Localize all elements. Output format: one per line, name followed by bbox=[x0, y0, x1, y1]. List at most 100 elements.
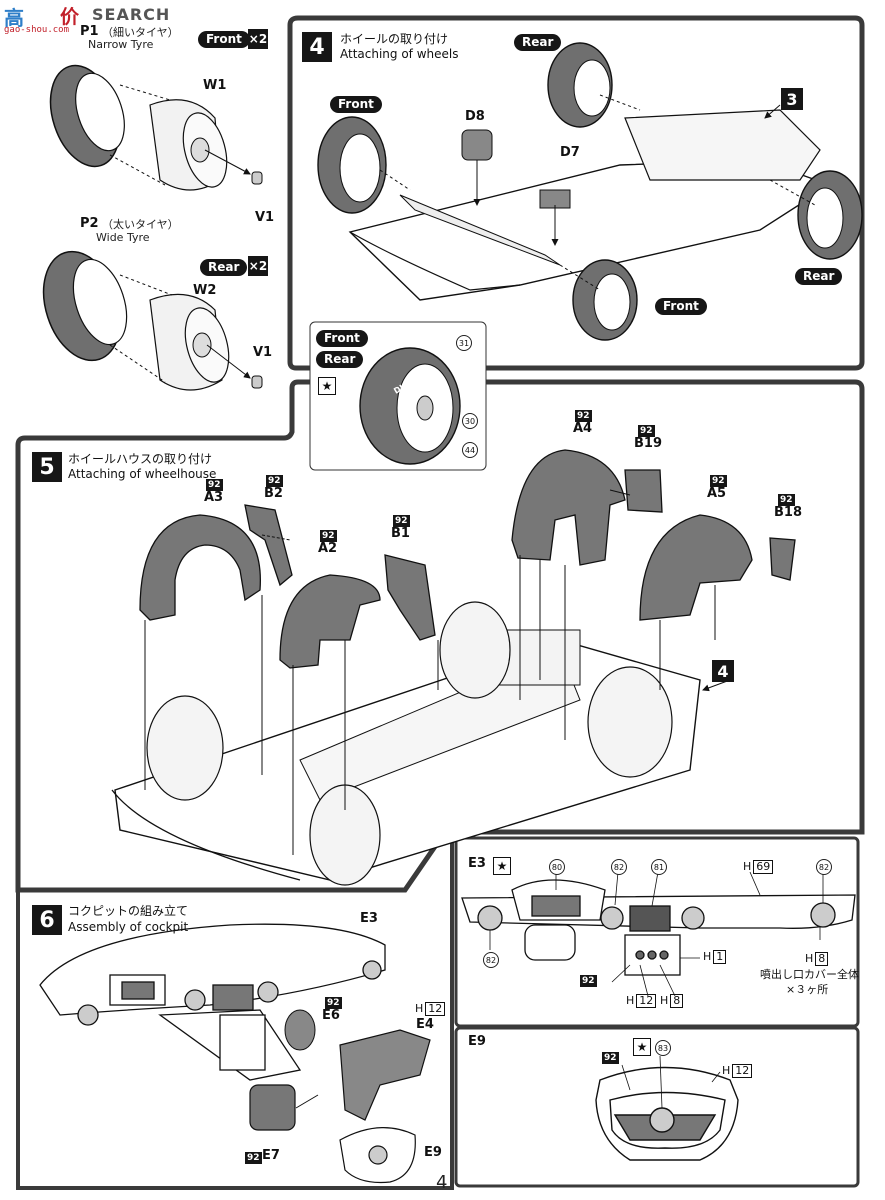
page-number: 4 bbox=[436, 1172, 448, 1193]
e3-h8b-ref: H 8 bbox=[660, 994, 684, 1008]
tag-x2-front: ×2 bbox=[248, 29, 268, 49]
label-w2: W2 bbox=[193, 283, 217, 298]
step4-title-en: Attaching of wheels bbox=[340, 47, 459, 61]
decal-star-icon: ★ bbox=[318, 377, 336, 395]
e3-h-number-69: 69 bbox=[753, 860, 774, 874]
step4-tyre-front-left bbox=[317, 116, 387, 214]
e9-steering-wheel bbox=[595, 1066, 739, 1161]
e3-number-82-left: 82 bbox=[483, 952, 499, 968]
label-a4: A4 bbox=[573, 421, 593, 436]
e9-detail-frame bbox=[454, 1026, 860, 1188]
e9-h12-ref: H 12 bbox=[722, 1064, 753, 1078]
e3-h69-ref: H 69 bbox=[743, 860, 774, 874]
label-b1: B1 bbox=[391, 526, 410, 541]
e3-note-1: 噴出し口カバー全体 bbox=[760, 968, 859, 981]
e9-detail-title: E9 bbox=[468, 1034, 486, 1049]
wheel-w1 bbox=[149, 99, 228, 191]
watermark-site: gao-shou.com bbox=[4, 25, 70, 35]
paint-b18: 92 bbox=[778, 494, 795, 506]
e3-h-number-1: 1 bbox=[713, 950, 727, 964]
step6-number: 6 bbox=[32, 905, 62, 935]
step5-title-en: Attaching of wheelhouse bbox=[68, 467, 217, 481]
e3-h-letter-69: H bbox=[743, 860, 752, 873]
label-p2-jp: （太いタイヤ） bbox=[102, 218, 179, 231]
step6-title-jp: コクピットの組み立て bbox=[68, 904, 189, 918]
e3-h-letter-8: H bbox=[805, 952, 814, 965]
e3-h-letter-8b: H bbox=[660, 994, 669, 1007]
label-b2: B2 bbox=[264, 486, 283, 501]
e3-star-icon: ★ bbox=[493, 857, 511, 875]
wheelhouse-b19 bbox=[624, 469, 663, 513]
wheelhouse-b18 bbox=[769, 537, 796, 581]
label-v1-b: V1 bbox=[253, 345, 273, 360]
label-b19: B19 bbox=[634, 436, 662, 451]
e3-h-number-8: 8 bbox=[815, 952, 829, 966]
label-d7: D7 bbox=[560, 145, 580, 160]
decal-number-30: 30 bbox=[462, 413, 478, 429]
step4-tag-front-left: Front bbox=[330, 96, 382, 113]
step6-h12-ref: H 12 bbox=[415, 1002, 446, 1016]
label-a5: A5 bbox=[707, 486, 727, 501]
e3-number-80: 80 bbox=[549, 859, 565, 875]
tag-front: Front bbox=[198, 31, 250, 48]
e3-h-number-8b: 8 bbox=[670, 994, 684, 1008]
paint-e7: 92 bbox=[245, 1152, 262, 1164]
wheelhouse-b1 bbox=[384, 554, 436, 641]
step5-tyres bbox=[146, 601, 673, 886]
step5-frame bbox=[15, 379, 865, 893]
step4-ref-step3: 3 bbox=[781, 88, 803, 110]
e3-h-letter-12: H bbox=[626, 994, 635, 1007]
label-p2-en: Wide Tyre bbox=[96, 231, 150, 244]
paint-b19: 92 bbox=[638, 425, 655, 437]
e9-h-number: 12 bbox=[732, 1064, 753, 1078]
label-p1-jp: （細いタイヤ） bbox=[102, 26, 179, 39]
decal-number-44: 44 bbox=[462, 442, 478, 458]
step4-tag-front-bottom: Front bbox=[655, 298, 707, 315]
e3-h-letter-1: H bbox=[703, 950, 712, 963]
e3-number-81: 81 bbox=[651, 859, 667, 875]
label-w1: W1 bbox=[203, 78, 227, 93]
paint-a5: 92 bbox=[710, 475, 727, 487]
step5-number: 5 bbox=[32, 452, 62, 482]
step6-h-number: 12 bbox=[425, 1002, 446, 1016]
step4-tag-rear-right: Rear bbox=[795, 268, 843, 285]
label-p1: P1 bbox=[80, 24, 99, 39]
part-e7-console bbox=[249, 1084, 296, 1131]
step5-title-jp: ホイールハウスの取り付け bbox=[68, 452, 213, 466]
label-v1: V1 bbox=[255, 210, 275, 225]
e3-detail-title: E3 bbox=[468, 856, 486, 871]
label-d8: D8 bbox=[465, 109, 485, 124]
label-p1-en: Narrow Tyre bbox=[88, 38, 154, 51]
e3-paint-92: 92 bbox=[580, 975, 597, 987]
wheelhouse-a4 bbox=[511, 449, 626, 566]
paint-a4: 92 bbox=[575, 410, 592, 422]
step6-frame bbox=[16, 832, 454, 1190]
label-a2: A2 bbox=[318, 541, 338, 556]
wheelhouse-a2 bbox=[279, 574, 381, 669]
label-e3: E3 bbox=[360, 911, 378, 926]
paint-a2: 92 bbox=[320, 530, 337, 542]
label-p2: P2 bbox=[80, 216, 99, 231]
step4-tyre-rear-right bbox=[797, 170, 863, 260]
part-e4-console bbox=[339, 1029, 431, 1121]
steering-wheel-e9-small bbox=[339, 1127, 416, 1184]
watermark-logo-2: 价 bbox=[60, 6, 81, 28]
wheelhouse-a3 bbox=[139, 514, 261, 621]
e9-number-83: 83 bbox=[655, 1040, 671, 1056]
label-e7: E7 bbox=[262, 1148, 280, 1163]
e3-number-82-top: 82 bbox=[611, 859, 627, 875]
e3-number-82-right: 82 bbox=[816, 859, 832, 875]
label-e4: E4 bbox=[416, 1017, 434, 1032]
e9-star-icon: ★ bbox=[633, 1038, 651, 1056]
tyre-p1 bbox=[49, 64, 125, 168]
wheel-w2 bbox=[149, 293, 230, 391]
step4-tag-rear-top: Rear bbox=[514, 34, 562, 51]
step4-chassis bbox=[348, 109, 832, 301]
tag-x2-rear: ×2 bbox=[248, 256, 268, 276]
dashboard-e3 bbox=[39, 923, 386, 1081]
step5-ref-step4: 4 bbox=[712, 660, 734, 682]
wheelhouse-b2 bbox=[244, 504, 293, 587]
tyre-p2 bbox=[42, 250, 128, 362]
step6-h-letter: H bbox=[415, 1002, 424, 1015]
paint-b1: 92 bbox=[393, 515, 410, 527]
